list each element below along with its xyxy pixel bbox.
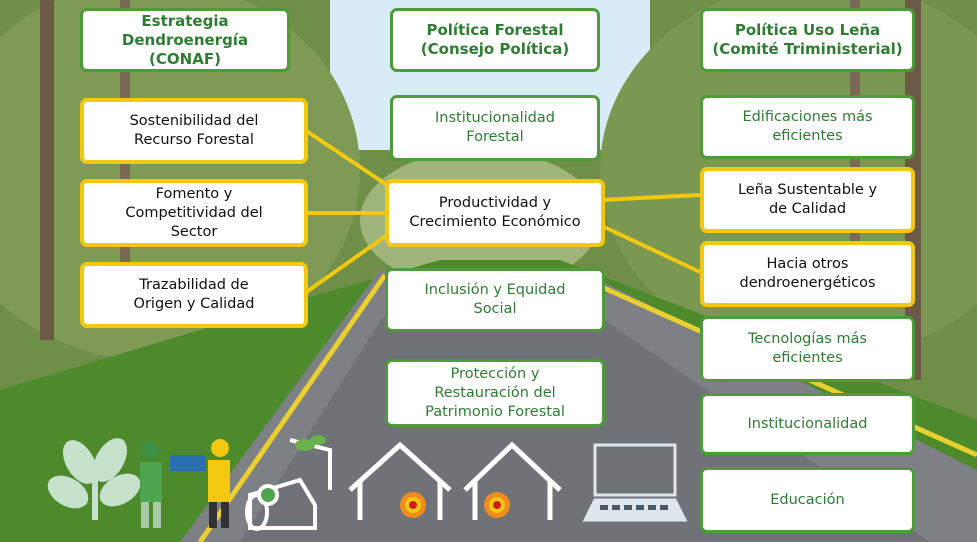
item-sostenibilidad: Sostenibilidad del Recurso Forestal xyxy=(80,98,308,164)
item-lena-sustentable: Leña Sustentable y de Calidad xyxy=(700,167,915,233)
item-fomento: Fomento y Competitividad del Sector xyxy=(80,179,308,247)
item-educacion: Educación xyxy=(700,467,915,533)
forest-workers-icon xyxy=(140,439,230,528)
item-edificaciones: Edificaciones más eficientes xyxy=(700,95,915,159)
header-conaf: Estrategia Dendroenergía (CONAF) xyxy=(80,8,290,72)
item-institucionalidad: Institucionalidad xyxy=(700,393,915,455)
item-proteccion: Protección y Restauración del Patrimonio… xyxy=(385,359,605,427)
house-stove-icon xyxy=(348,441,452,520)
laptop-icon xyxy=(582,443,688,522)
header-politica-forestal: Política Forestal (Consejo Política) xyxy=(390,8,600,72)
house-stove-icon xyxy=(463,441,562,520)
firewood-certified-icon xyxy=(245,435,332,531)
item-otros-dendroenergeticos: Hacia otros dendroenergéticos xyxy=(700,241,915,307)
item-tecnologias: Tecnologías más eficientes xyxy=(700,316,915,382)
header-politica-lena: Política Uso Leña (Comité Triministerial… xyxy=(700,8,915,72)
item-institucionalidad-forestal: Institucionalidad Forestal xyxy=(390,95,600,161)
item-trazabilidad: Trazabilidad de Origen y Calidad xyxy=(80,262,308,328)
item-productividad: Productividad y Crecimiento Económico xyxy=(385,179,605,247)
item-inclusion: Inclusión y Equidad Social xyxy=(385,268,605,332)
leaf-icon xyxy=(47,438,141,520)
